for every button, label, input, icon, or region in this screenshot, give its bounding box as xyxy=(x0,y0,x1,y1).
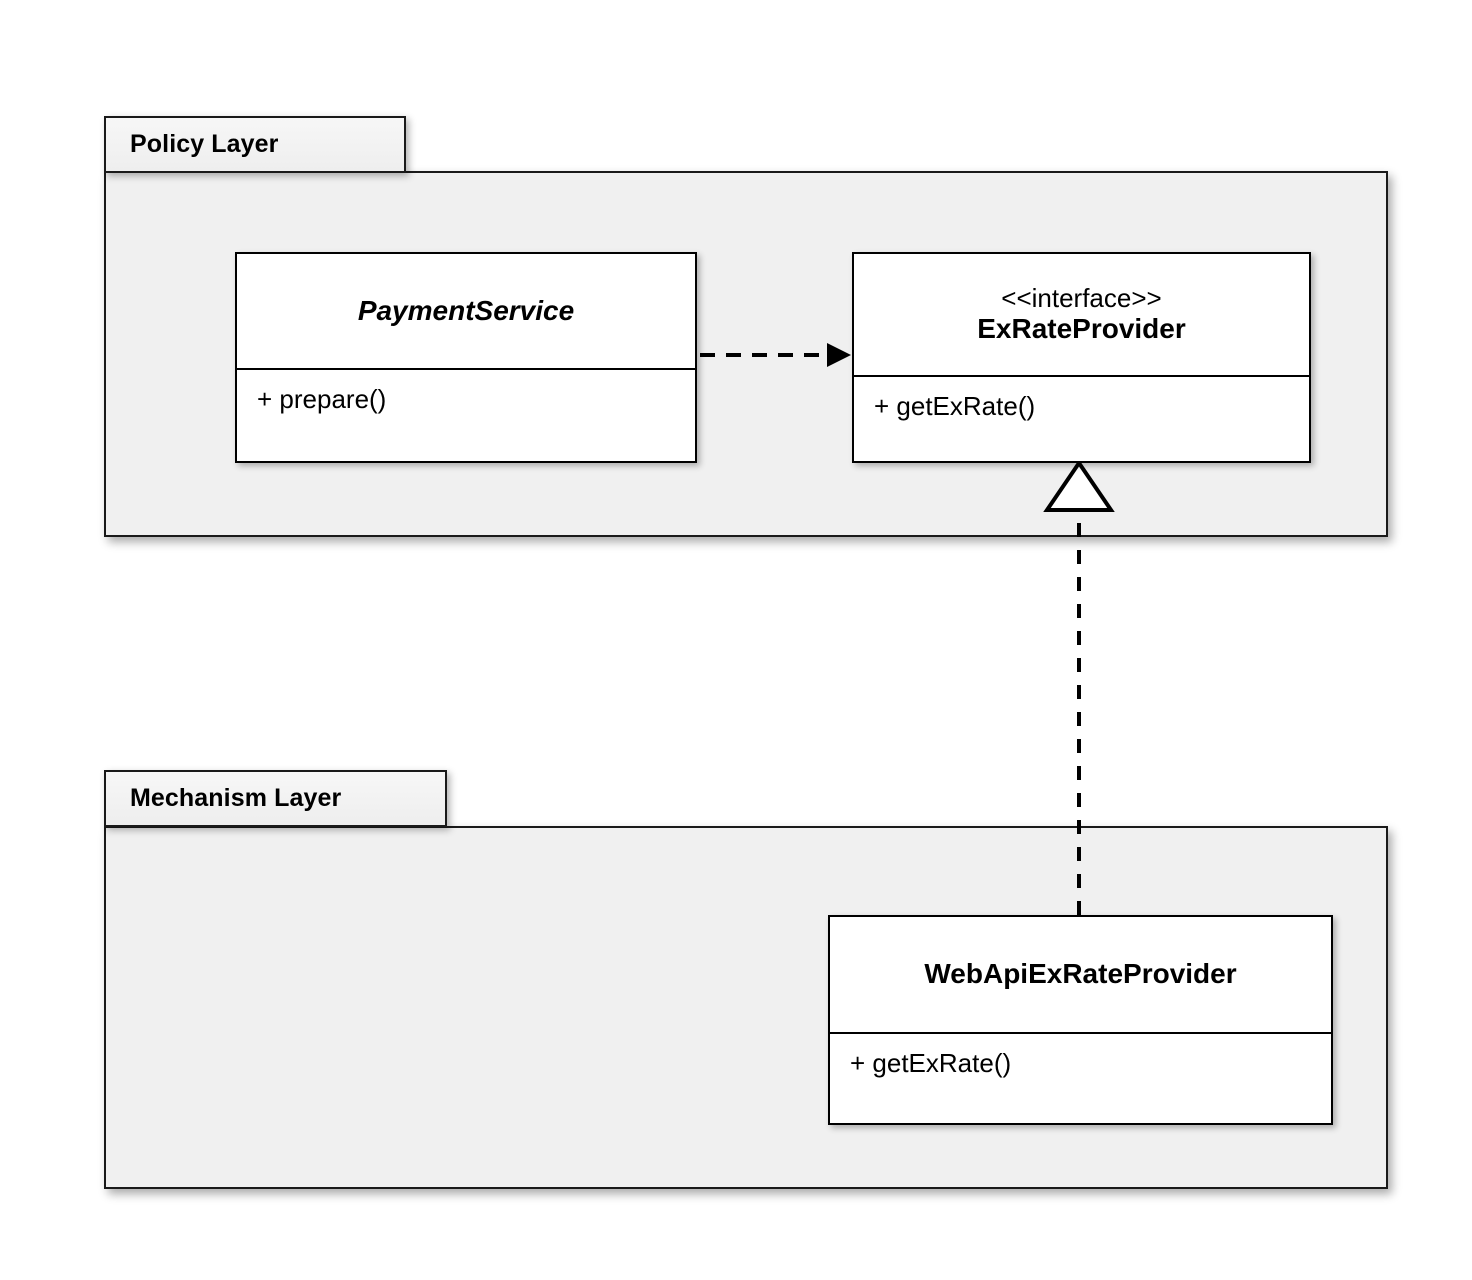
package-tab-policy-layer[interactable]: Policy Layer xyxy=(104,116,406,173)
package-label-mechanism-layer: Mechanism Layer xyxy=(130,784,342,812)
class-box-payment-service[interactable]: PaymentService + prepare() xyxy=(235,252,697,463)
class-members-ex-rate-provider: + getExRate() xyxy=(854,377,1309,461)
class-title-payment-service: PaymentService xyxy=(357,294,575,326)
class-header-payment-service: PaymentService xyxy=(237,254,695,370)
class-header-ex-rate-provider: <<interface>> ExRateProvider xyxy=(854,254,1309,377)
class-header-web-api-ex-rate-provider: WebApiExRateProvider xyxy=(830,917,1331,1034)
class-box-ex-rate-provider[interactable]: <<interface>> ExRateProvider + getExRate… xyxy=(852,252,1311,463)
class-title-ex-rate-provider: ExRateProvider xyxy=(977,312,1186,344)
class-member-get-ex-rate-interface: + getExRate() xyxy=(874,391,1036,421)
class-box-web-api-ex-rate-provider[interactable]: WebApiExRateProvider + getExRate() xyxy=(828,915,1333,1125)
class-member-get-ex-rate-impl: + getExRate() xyxy=(850,1048,1012,1078)
class-members-web-api-ex-rate-provider: + getExRate() xyxy=(830,1034,1331,1123)
class-members-payment-service: + prepare() xyxy=(237,370,695,461)
class-stereotype-ex-rate-provider: <<interface>> xyxy=(1001,282,1162,313)
package-label-policy-layer: Policy Layer xyxy=(130,130,279,158)
class-title-web-api-ex-rate-provider: WebApiExRateProvider xyxy=(924,958,1237,990)
package-tab-mechanism-layer[interactable]: Mechanism Layer xyxy=(104,770,447,827)
class-member-prepare: + prepare() xyxy=(257,384,387,414)
